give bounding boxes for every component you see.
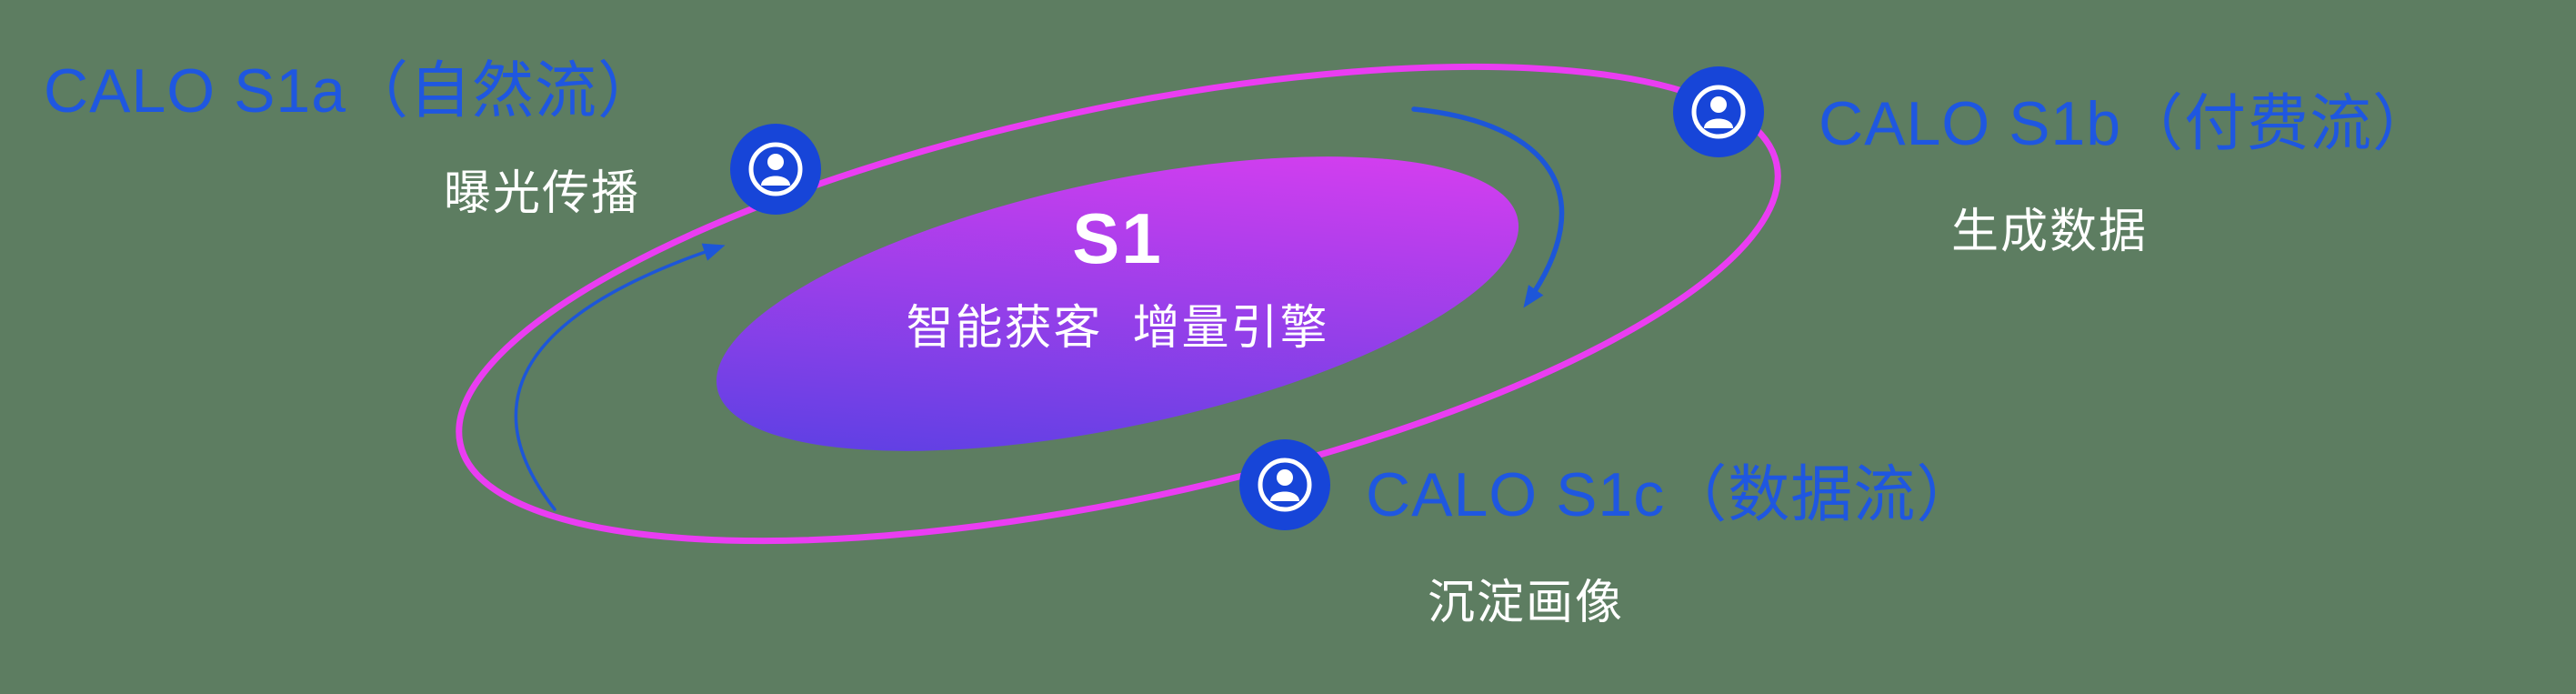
user-icon: [1239, 439, 1330, 530]
orbit-ring: [456, 63, 1781, 545]
flow-arrow-left: [514, 243, 726, 511]
label-s1a-title: CALO S1a（自然流）: [44, 56, 661, 126]
core-title: S1: [1072, 198, 1163, 278]
flow-arrow-right: [1411, 106, 1565, 308]
label-s1c-subtitle: 沉淀画像: [1428, 577, 1625, 629]
label-s1a-subtitle: 曝光传播: [444, 167, 641, 220]
node-s1c: [1239, 439, 1330, 530]
user-icon: [730, 124, 821, 215]
label-s1b-subtitle: 生成数据: [1951, 206, 2149, 258]
node-s1b: [1673, 66, 1764, 157]
user-icon: [1673, 66, 1764, 157]
label-s1b-title: CALO S1b（付费流）: [1819, 89, 2436, 158]
core-subtitle: 智能获客 增量引擎: [906, 301, 1329, 355]
node-s1a: [730, 124, 821, 215]
label-s1c-title: CALO S1c（数据流）: [1366, 460, 1980, 529]
core-label-group: S1 智能获客 增量引擎: [845, 198, 1390, 357]
core-ellipse: [716, 156, 1519, 451]
